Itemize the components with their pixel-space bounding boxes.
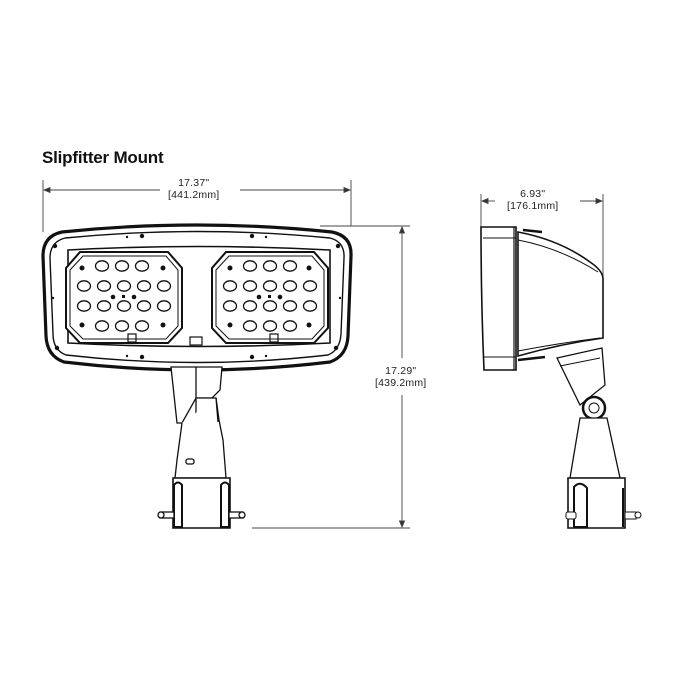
height-dimension-label: 17.29" [439.2mm] [372, 365, 430, 389]
front-slipfitter-mount [157, 366, 246, 529]
side-view-drawing [480, 226, 642, 529]
led-array-right [222, 260, 318, 332]
depth-dimension-line [480, 194, 604, 280]
depth-mm: [176.1mm] [507, 200, 559, 212]
bolt-icon [157, 511, 246, 519]
page-title: Slipfitter Mount [42, 148, 164, 167]
led-array-left [76, 260, 172, 332]
height-inches: 17.29" [385, 365, 417, 377]
front-view-drawing [41, 223, 353, 372]
depth-dimension-label: 6.93" [176.1mm] [504, 188, 562, 212]
width-dimension-label: 17.37" [441.2mm] [165, 177, 223, 201]
width-mm: [441.2mm] [168, 189, 220, 201]
depth-inches: 6.93" [520, 188, 546, 200]
width-dimension-line [42, 180, 352, 232]
width-inches: 17.37" [178, 177, 210, 189]
height-dimension-line [252, 225, 410, 529]
height-mm: [439.2mm] [375, 377, 427, 389]
